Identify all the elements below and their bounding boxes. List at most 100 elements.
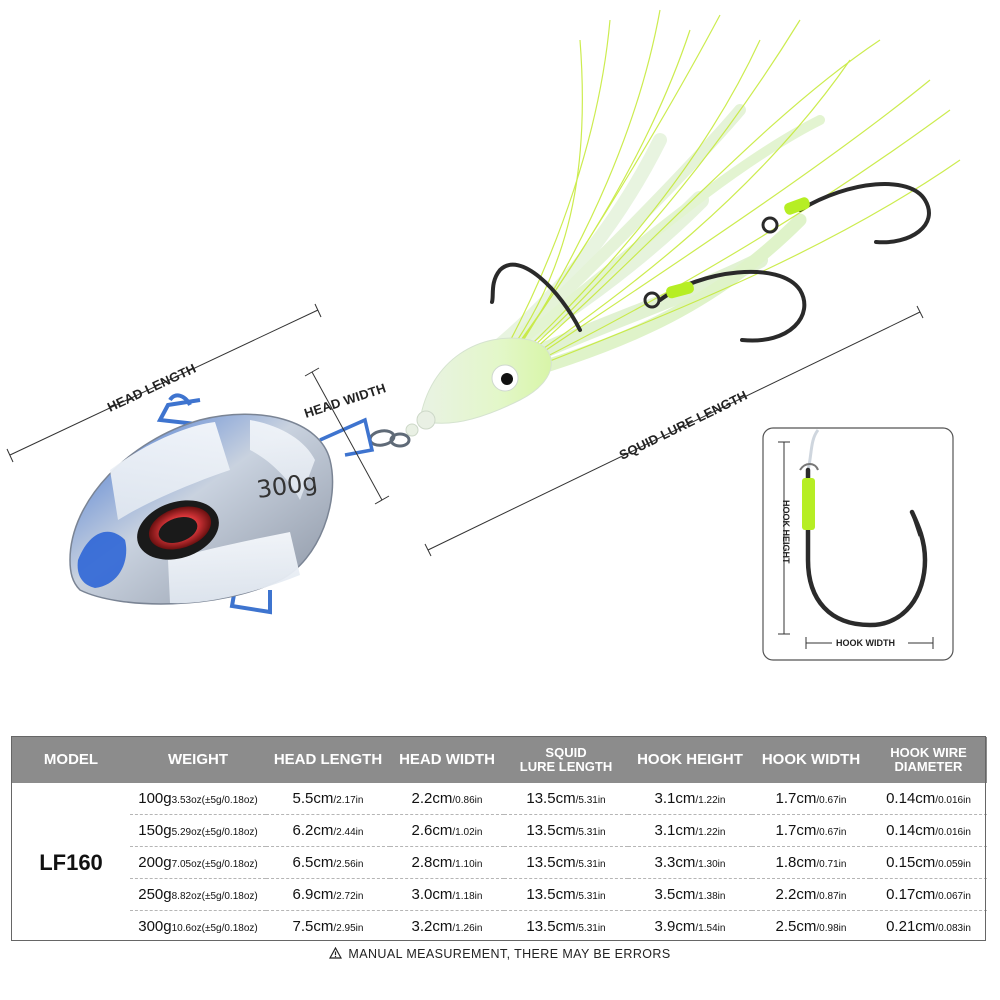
- jig-head: [69, 393, 334, 615]
- cell-hook-width-value: 1.7cm: [775, 789, 817, 807]
- measurement-note: MANUAL MEASUREMENT, THERE MAY BE ERRORS: [0, 947, 1000, 961]
- head-width-label: HEAD WIDTH: [302, 380, 388, 421]
- cell-hook-height-subvalue: /1.30in: [695, 858, 726, 870]
- note-text: MANUAL MEASUREMENT, THERE MAY BE ERRORS: [348, 947, 671, 961]
- header-head-width: HEAD WIDTH: [390, 737, 504, 783]
- cell-squid-lure-length: 13.5cm/5.31in: [504, 910, 628, 942]
- cell-weight-value: 300g: [138, 917, 172, 935]
- spec-table: MODEL WEIGHT HEAD LENGTH HEAD WIDTH SQUI…: [12, 737, 987, 942]
- cell-head-length-subvalue: /2.72in: [333, 890, 364, 902]
- cell-hook-width-value: 2.2cm: [775, 885, 817, 903]
- cell-squid-lure-length: 13.5cm/5.31in: [504, 783, 628, 815]
- cell-weight: 250g8.82oz(±5g/0.18oz): [130, 878, 266, 911]
- cell-hook-height: 3.1cm/1.22in: [628, 783, 752, 815]
- squid-head: [419, 337, 552, 424]
- cell-head-width: 2.6cm/1.02in: [390, 814, 504, 847]
- cell-hook-height-value: 3.1cm: [654, 789, 696, 807]
- cell-hook-width-value: 2.5cm: [775, 917, 817, 935]
- cell-squid-lure-length: 13.5cm/5.31in: [504, 814, 628, 847]
- cell-head-width-subvalue: /1.02in: [452, 826, 483, 838]
- hook-shank-icon: [805, 467, 928, 628]
- header-hook-height: HOOK HEIGHT: [628, 737, 752, 783]
- jig-eyelet-front: [319, 417, 375, 457]
- cell-hook-wire-diameter: 0.14cm/0.016in: [870, 814, 987, 847]
- product-diagram: 300g HEAD LENGTH HEAD WIDTH SQUID LURE L…: [6, 9, 961, 661]
- cell-squid-lure-length-value: 13.5cm: [526, 853, 576, 871]
- cell-weight-value: 150g: [138, 821, 172, 839]
- cell-hook-width-value: 1.8cm: [775, 853, 817, 871]
- cell-hook-height-subvalue: /1.22in: [695, 826, 726, 838]
- cell-model: LF160: [39, 849, 103, 875]
- hook-inset-panel: HOOK HEIGHT HOOK WIDTH: [762, 427, 954, 661]
- cell-weight-subvalue: 10.6oz(±5g/0.18oz): [171, 922, 258, 934]
- cell-head-length: 5.5cm/2.17in: [266, 783, 390, 815]
- cell-head-length-subvalue: /2.56in: [333, 858, 364, 870]
- cell-head-length-subvalue: /2.17in: [333, 794, 364, 806]
- cell-squid-lure-length-value: 13.5cm: [526, 821, 576, 839]
- cell-head-length-value: 6.9cm: [292, 885, 334, 903]
- cell-squid-lure-length-value: 13.5cm: [526, 789, 576, 807]
- squid-lure-length-label: SQUID LURE LENGTH: [617, 388, 750, 463]
- assist-hook-left: [490, 262, 807, 343]
- head-length-label: HEAD LENGTH: [105, 361, 198, 415]
- cell-hook-width: 2.5cm/0.98in: [752, 910, 870, 942]
- cell-hook-wire-diameter-value: 0.21cm: [886, 917, 936, 935]
- header-weight: WEIGHT: [130, 737, 266, 783]
- cell-head-width-value: 2.8cm: [411, 853, 453, 871]
- cell-hook-wire-diameter: 0.21cm/0.083in: [870, 910, 987, 942]
- cell-hook-height: 3.5cm/1.38in: [628, 878, 752, 911]
- cell-hook-height-value: 3.9cm: [654, 917, 696, 935]
- cell-hook-width-subvalue: /0.98in: [816, 922, 847, 934]
- cell-head-width-subvalue: /1.10in: [452, 858, 483, 870]
- cell-hook-width-value: 1.7cm: [775, 821, 817, 839]
- cell-hook-wire-diameter: 0.14cm/0.016in: [870, 783, 987, 815]
- cell-hook-height-value: 3.5cm: [654, 885, 696, 903]
- cell-hook-height: 3.9cm/1.54in: [628, 910, 752, 942]
- cell-head-length: 7.5cm/2.95in: [266, 910, 390, 942]
- cell-head-width: 2.8cm/1.10in: [390, 846, 504, 879]
- cell-weight-subvalue: 7.05oz(±5g/0.18oz): [171, 858, 258, 870]
- cell-weight-subvalue: 5.29oz(±5g/0.18oz): [171, 826, 258, 838]
- cell-hook-width: 1.7cm/0.67in: [752, 814, 870, 847]
- cell-squid-lure-length-value: 13.5cm: [526, 917, 576, 935]
- cell-squid-lure-length-subvalue: /5.31in: [575, 794, 606, 806]
- cell-head-width: 2.2cm/0.86in: [390, 783, 504, 815]
- cell-squid-lure-length-subvalue: /5.31in: [575, 922, 606, 934]
- cell-hook-height: 3.3cm/1.30in: [628, 846, 752, 879]
- cell-hook-wire-diameter-value: 0.14cm: [886, 789, 936, 807]
- cell-squid-lure-length: 13.5cm/5.31in: [504, 878, 628, 911]
- head-width-dimension: [304, 367, 390, 505]
- cell-hook-height-value: 3.3cm: [654, 853, 696, 871]
- cell-hook-height: 3.1cm/1.22in: [628, 814, 752, 847]
- cell-head-length-subvalue: /2.95in: [333, 922, 364, 934]
- cell-head-length-value: 6.2cm: [292, 821, 334, 839]
- warning-triangle-icon: [329, 947, 343, 959]
- table-header-row: MODEL WEIGHT HEAD LENGTH HEAD WIDTH SQUI…: [12, 737, 987, 783]
- cell-hook-width-subvalue: /0.71in: [816, 858, 847, 870]
- cell-hook-wire-diameter-subvalue: /0.016in: [935, 826, 971, 838]
- cell-hook-height-value: 3.1cm: [654, 821, 696, 839]
- cell-head-length: 6.2cm/2.44in: [266, 814, 390, 847]
- cell-head-length-subvalue: /2.44in: [333, 826, 364, 838]
- cell-hook-wire-diameter-value: 0.17cm: [886, 885, 936, 903]
- cell-head-width-subvalue: /1.26in: [452, 922, 483, 934]
- flash-fibers: [499, 9, 961, 373]
- cell-hook-width-subvalue: /0.87in: [816, 890, 847, 902]
- bead: [405, 423, 419, 437]
- cell-head-width-value: 3.0cm: [411, 885, 453, 903]
- cell-squid-lure-length: 13.5cm/5.31in: [504, 846, 628, 879]
- cell-hook-width: 2.2cm/0.87in: [752, 878, 870, 911]
- hook-height-label: HOOK HEIGHT: [781, 500, 791, 564]
- cell-squid-lure-length-value: 13.5cm: [526, 885, 576, 903]
- cell-head-width-value: 2.2cm: [411, 789, 453, 807]
- cell-head-length-value: 5.5cm: [292, 789, 334, 807]
- cell-hook-width: 1.7cm/0.67in: [752, 783, 870, 815]
- head-length-dimension: [6, 303, 322, 463]
- cell-head-length-value: 7.5cm: [292, 917, 334, 935]
- cell-hook-width-subvalue: /0.67in: [816, 826, 847, 838]
